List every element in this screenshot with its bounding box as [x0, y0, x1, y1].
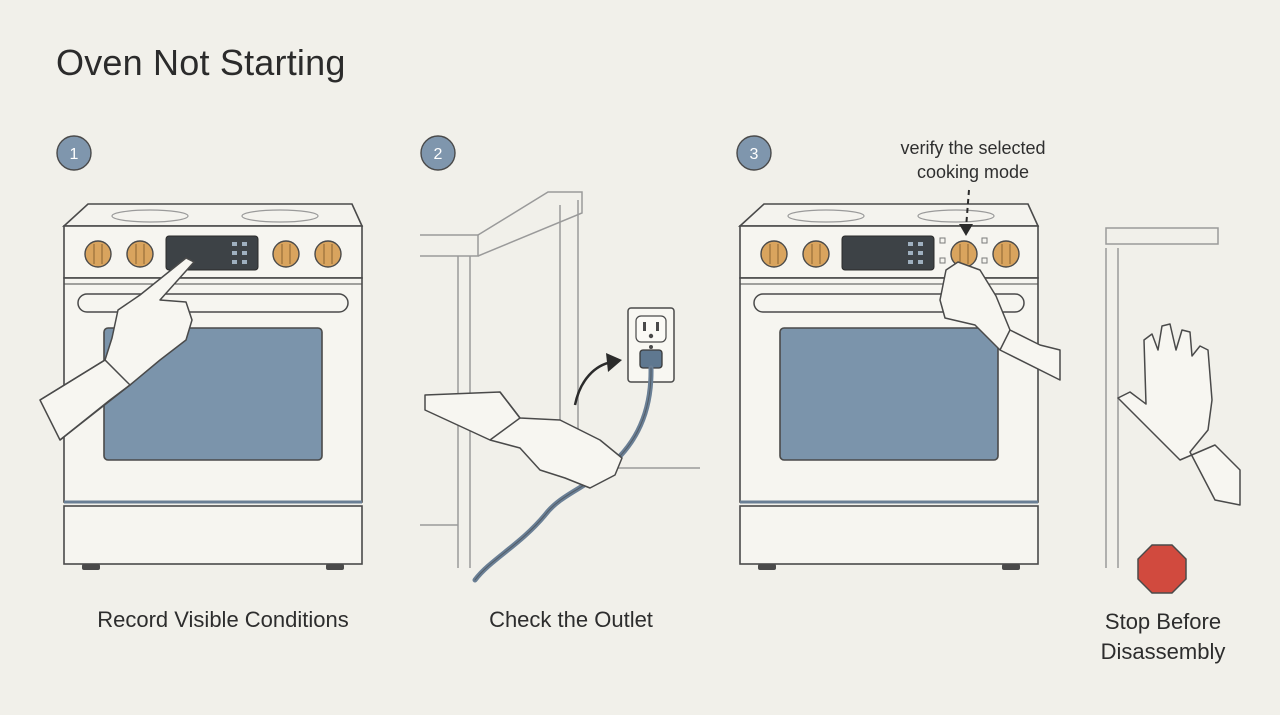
- step-1-caption: Record Visible Conditions: [97, 607, 349, 632]
- power-plug-icon: [472, 349, 663, 583]
- step-2-badge: 2: [420, 135, 456, 171]
- step-1-badge: 1: [56, 135, 92, 171]
- step-2-caption: Check the Outlet: [489, 607, 653, 632]
- step-2-panel: 2: [420, 135, 700, 583]
- warning-caption: Stop Before Disassembly: [1080, 607, 1246, 667]
- curved-arrow-icon: [573, 353, 622, 406]
- appliance-side-icon: [1105, 227, 1219, 568]
- warning-line-1: Stop Before: [1104, 609, 1222, 634]
- stop-sign-icon: [1137, 544, 1187, 594]
- step-2-number: 2: [434, 146, 443, 163]
- page-title: Oven Not Starting: [56, 42, 346, 83]
- step-3-number: 3: [750, 146, 759, 163]
- step-1-number: 1: [70, 146, 79, 163]
- hand-icon: [424, 391, 623, 489]
- hand-icon: [939, 261, 1061, 381]
- step-1-panel: 1: [39, 135, 364, 572]
- hand-icon: [1117, 323, 1241, 506]
- hand-icon: [39, 257, 195, 441]
- step-3-badge: 3: [736, 135, 772, 171]
- range-oven-icon: [738, 202, 1040, 572]
- cooking-mode-callout: verify the selected cooking mode: [858, 136, 1088, 184]
- callout-line-2: cooking mode: [916, 162, 1030, 182]
- callout-line-1: verify the selected: [900, 138, 1046, 158]
- callout-pointer: [959, 189, 973, 236]
- step-4-panel: [1105, 227, 1241, 594]
- step-3-panel: 3: [736, 135, 1061, 572]
- warning-line-2: Disassembly: [1100, 639, 1226, 664]
